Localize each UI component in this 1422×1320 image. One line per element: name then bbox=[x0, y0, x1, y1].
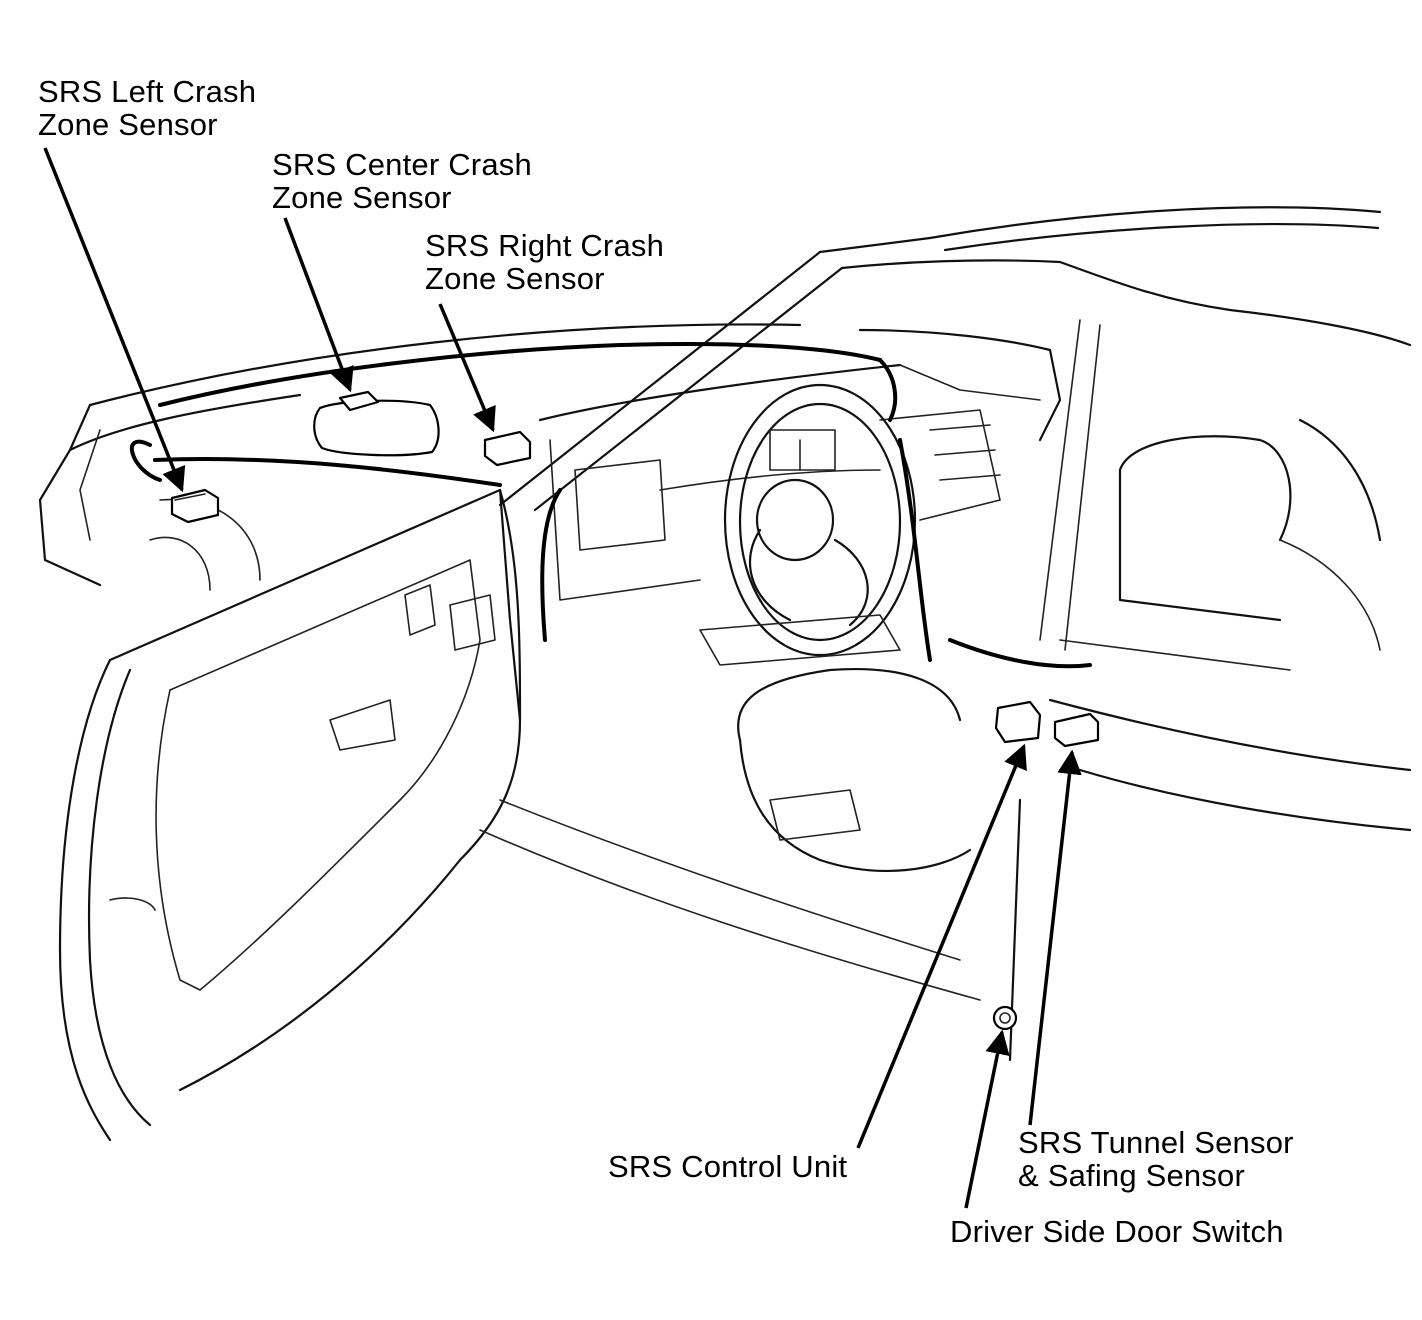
control-unit-component bbox=[994, 700, 1042, 744]
leader-door-switch bbox=[964, 1029, 1010, 1209]
steering-wheel bbox=[723, 383, 917, 657]
dashboard bbox=[38, 323, 1062, 601]
leader-center-sensor bbox=[283, 217, 354, 393]
leader-control-unit bbox=[856, 743, 1027, 1149]
center-crash-zone-sensor bbox=[313, 390, 440, 457]
label-tunnel-safing-sensor: SRS Tunnel Sensor & Safing Sensor bbox=[1018, 1125, 1294, 1193]
wiring-harness bbox=[130, 341, 1092, 669]
leader-right-sensor bbox=[438, 303, 496, 433]
roof-frame bbox=[498, 206, 1412, 651]
label-left-crash-zone-sensor: SRS Left Crash Zone Sensor bbox=[38, 74, 257, 142]
label-center-crash-zone-sensor: SRS Center Crash Zone Sensor bbox=[272, 147, 532, 215]
rear-seat bbox=[1118, 418, 1382, 651]
label-control-unit: SRS Control Unit bbox=[608, 1149, 848, 1184]
door-switch-component bbox=[992, 1005, 1018, 1031]
left-crash-zone-sensor bbox=[170, 488, 220, 524]
right-crash-zone-sensor bbox=[483, 430, 532, 467]
front-seat bbox=[699, 614, 972, 873]
label-right-crash-zone-sensor: SRS Right Crash Zone Sensor bbox=[425, 228, 665, 296]
leader-tunnel-sensor bbox=[1028, 749, 1082, 1126]
leader-left-sensor bbox=[43, 147, 186, 493]
floor-sill bbox=[479, 639, 1412, 1062]
tunnel-sensor-component bbox=[1053, 712, 1100, 748]
driver-door bbox=[58, 488, 522, 1142]
label-driver-door-switch: Driver Side Door Switch bbox=[950, 1214, 1284, 1249]
